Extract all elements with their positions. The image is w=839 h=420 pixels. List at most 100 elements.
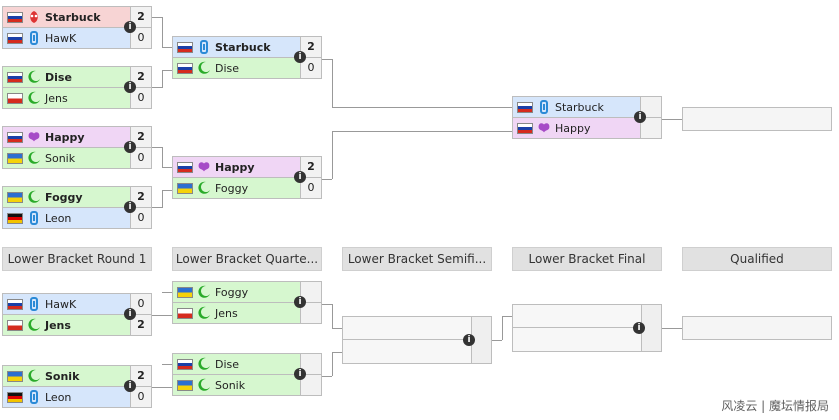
player-name[interactable]: Foggy — [45, 190, 83, 204]
player-score: 2 — [130, 187, 151, 207]
player-name[interactable]: Starbuck — [555, 100, 604, 114]
race-icon — [197, 61, 211, 75]
match-info-icon[interactable]: i — [124, 21, 136, 33]
player-slot[interactable]: Sonik 2 — [2, 365, 152, 387]
player-slot[interactable]: Happy — [512, 117, 662, 139]
match-info-icon[interactable]: i — [124, 141, 136, 153]
player-score — [640, 118, 661, 138]
player-score — [300, 354, 321, 374]
player-score: 0 — [300, 178, 321, 198]
player-name[interactable]: Happy — [215, 160, 255, 174]
match-info-icon[interactable]: i — [634, 111, 646, 123]
match-info-icon[interactable]: i — [294, 368, 306, 380]
player-name[interactable]: Jens — [215, 306, 238, 320]
race-icon — [27, 369, 41, 383]
flag-icon — [517, 101, 533, 113]
race-icon — [27, 31, 41, 45]
match-info-icon[interactable]: i — [294, 296, 306, 308]
match-info-icon[interactable]: i — [294, 171, 306, 183]
race-icon — [197, 357, 211, 371]
race-icon — [27, 151, 41, 165]
race-icon — [537, 100, 551, 114]
race-icon — [27, 190, 41, 204]
player-slot[interactable]: Foggy 0 — [172, 177, 322, 199]
race-icon — [197, 306, 211, 320]
player-score: 0 — [130, 28, 151, 48]
player-name[interactable]: Sonik — [45, 369, 80, 383]
player-name[interactable]: Foggy — [215, 285, 249, 299]
header-lower-bracket-round-1: Lower Bracket Round 1 — [2, 247, 152, 271]
player-name[interactable]: Jens — [45, 318, 71, 332]
player-slot[interactable]: Starbuck 2 — [2, 6, 152, 28]
player-score: 0 — [130, 387, 151, 407]
match-info-icon[interactable]: i — [294, 51, 306, 63]
player-name[interactable]: Jens — [45, 91, 68, 105]
match-info-icon[interactable]: i — [633, 322, 645, 334]
player-score: 2 — [300, 37, 321, 57]
match-info-icon[interactable]: i — [124, 380, 136, 392]
player-name[interactable]: Dise — [45, 70, 72, 84]
player-slot[interactable]: Jens — [172, 302, 322, 324]
player-score: 2 — [130, 7, 151, 27]
flag-icon — [517, 122, 533, 134]
lower-final-match[interactable]: i — [512, 304, 662, 352]
match-info-icon[interactable]: i — [463, 334, 475, 346]
player-name[interactable]: Leon — [45, 211, 72, 225]
player-name[interactable]: Happy — [45, 130, 85, 144]
flag-icon — [7, 298, 23, 310]
flag-icon — [177, 286, 193, 298]
player-slot[interactable]: Sonik — [172, 374, 322, 396]
player-name[interactable]: Dise — [215, 357, 240, 371]
match-info-icon[interactable]: i — [124, 308, 136, 320]
player-name[interactable]: Leon — [45, 390, 72, 404]
player-slot[interactable]: HawK 0 — [2, 27, 152, 49]
race-icon — [27, 318, 41, 332]
flag-icon — [7, 92, 23, 104]
flag-icon — [177, 62, 193, 74]
player-name[interactable]: Happy — [555, 121, 591, 135]
player-name[interactable]: Sonik — [215, 378, 246, 392]
race-icon — [197, 378, 211, 392]
flag-icon — [7, 191, 23, 203]
flag-icon — [7, 11, 23, 23]
player-name[interactable]: HawK — [45, 297, 77, 311]
match-info-icon[interactable]: i — [124, 201, 136, 213]
player-name[interactable]: Starbuck — [45, 10, 101, 24]
flag-icon — [7, 131, 23, 143]
race-icon — [197, 181, 211, 195]
player-name[interactable]: Foggy — [215, 181, 249, 195]
player-name[interactable]: Sonik — [45, 151, 76, 165]
player-score — [300, 282, 321, 302]
player-name[interactable]: HawK — [45, 31, 77, 45]
header-lower-bracket-semifinal: Lower Bracket Semifi... — [342, 247, 492, 271]
match-info-icon[interactable]: i — [124, 81, 136, 93]
player-slot[interactable]: Foggy — [172, 281, 322, 303]
flag-icon — [177, 41, 193, 53]
upper-qualified-slot — [682, 107, 832, 131]
lower-semifinal-match[interactable]: i — [342, 316, 492, 364]
player-slot[interactable]: Leon 0 — [2, 386, 152, 408]
player-name[interactable]: Starbuck — [215, 40, 271, 54]
header-lower-bracket-quarterfinal: Lower Bracket Quarte... — [172, 247, 322, 271]
player-score: 2 — [130, 366, 151, 386]
player-slot[interactable]: Starbuck — [512, 96, 662, 118]
player-name[interactable]: Dise — [215, 61, 240, 75]
